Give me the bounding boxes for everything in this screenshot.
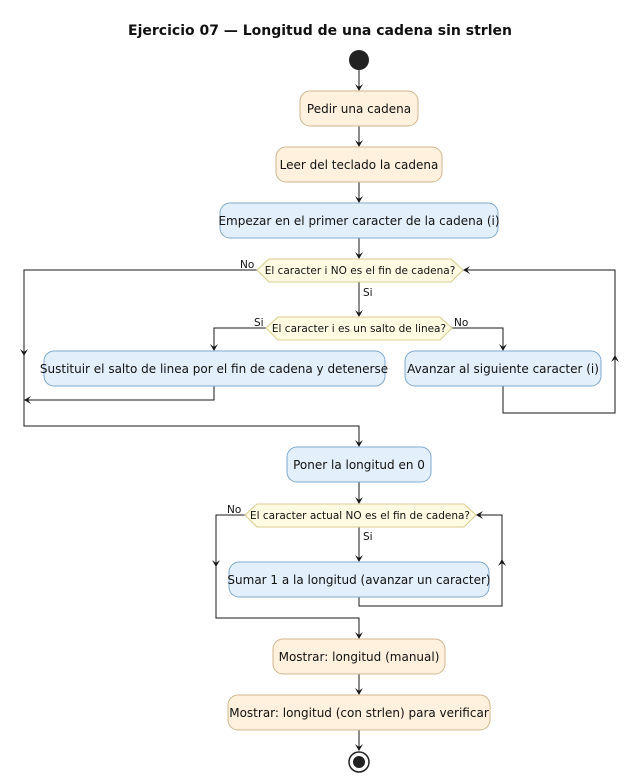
edge-label-salto-si: Si — [254, 317, 264, 329]
activity-mostrar-strlen-label: Mostrar: longitud (con strlen) para veri… — [229, 706, 489, 720]
edge-label-loop2-si: Si — [363, 531, 373, 543]
activity-mostrar-manual-label: Mostrar: longitud (manual) — [279, 650, 440, 664]
activity-empezar-label: Empezar en el primer caracter de la cade… — [218, 214, 499, 228]
activity-avanzar-label: Avanzar al siguiente caracter (i) — [407, 362, 599, 376]
end-node — [348, 751, 370, 773]
activity-pedir-cadena: Pedir una cadena — [299, 90, 419, 127]
edge-label-salto-no: No — [454, 317, 468, 329]
edges — [20, 70, 619, 751]
start-node — [349, 50, 369, 70]
activity-pedir-label: Pedir una cadena — [307, 102, 411, 116]
activity-leer-label: Leer del teclado la cadena — [280, 158, 439, 172]
activity-sustituir-label: Sustituir el salto de linea por el fin d… — [40, 362, 388, 376]
activity-sumar: Sumar 1 a la longitud (avanzar un caract… — [227, 561, 491, 598]
diagram-title: Ejercicio 07 — Longitud de una cadena si… — [128, 23, 512, 39]
activity-mostrar-manual: Mostrar: longitud (manual) — [272, 638, 446, 675]
activity-avanzar: Avanzar al siguiente caracter (i) — [404, 350, 602, 387]
activity-empezar: Empezar en el primer caracter de la cade… — [218, 202, 500, 239]
activity-sustituir: Sustituir el salto de linea por el fin d… — [40, 350, 388, 387]
decision-salto-linea: El caracter i es un salto de linea? — [265, 316, 453, 341]
activity-poner-label: Poner la longitud en 0 — [293, 458, 425, 472]
edge-label-loop2-no: No — [227, 504, 241, 516]
edge-label-loop1-si: Si — [363, 287, 373, 299]
decision-loop1: El caracter i NO es el fin de cadena? — [256, 258, 464, 283]
decision-loop2-label: El caracter actual NO es el fin de caden… — [250, 510, 470, 522]
activity-leer-cadena: Leer del teclado la cadena — [275, 146, 443, 183]
decision-salto-label: El caracter i es un salto de linea? — [272, 323, 446, 335]
decision-loop2: El caracter actual NO es el fin de caden… — [244, 503, 477, 528]
decision-loop1-label: El caracter i NO es el fin de cadena? — [265, 265, 456, 277]
activity-poner-longitud: Poner la longitud en 0 — [286, 446, 432, 483]
activity-sumar-label: Sumar 1 a la longitud (avanzar un caract… — [227, 573, 490, 587]
edge-label-loop1-no: No — [240, 259, 254, 271]
activity-mostrar-strlen: Mostrar: longitud (con strlen) para veri… — [227, 694, 491, 731]
